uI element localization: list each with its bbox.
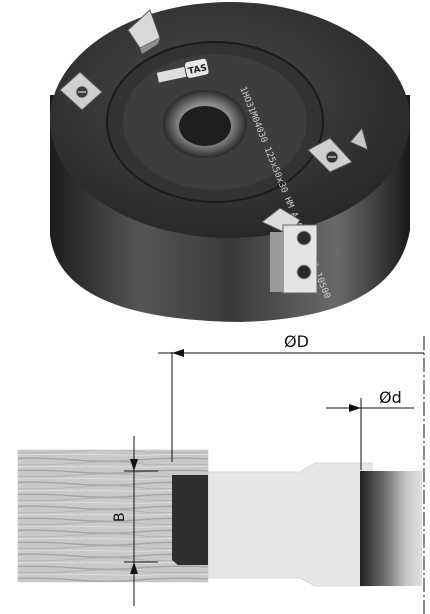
knife-insert-top (127, 9, 161, 54)
b-arrowhead-bottom (130, 562, 138, 574)
od-label: ØD (284, 332, 309, 351)
brand-logo: TAS (156, 58, 209, 83)
od-arrowhead (172, 349, 184, 357)
bore-section (360, 471, 422, 586)
cutter-knife-section (172, 475, 208, 565)
knife-insert-left (59, 71, 103, 111)
knife-insert-right (307, 126, 369, 173)
cutter-photo: 1HO31M04030 125x50x30 HM A-AH n 6000-105… (50, 2, 410, 322)
bore-arrowhead (349, 404, 361, 412)
knife-insert-front (261, 207, 318, 294)
dimension-diagram: ØD Ød B (17, 332, 425, 614)
logo-text: TAS (187, 63, 208, 77)
cutter-cross-section (207, 462, 373, 587)
b-label: B (112, 512, 128, 522)
bore-label: Ød (379, 388, 402, 407)
b-arrowhead-top (130, 459, 138, 471)
